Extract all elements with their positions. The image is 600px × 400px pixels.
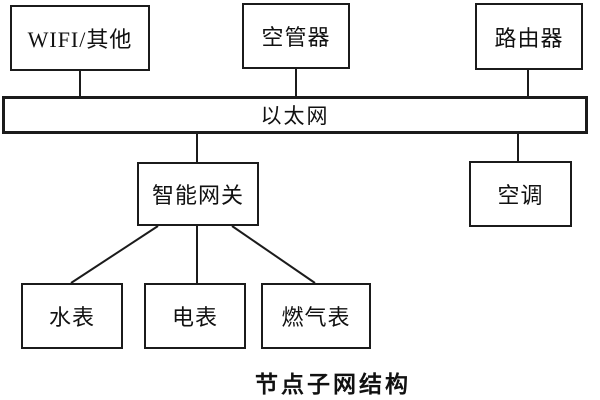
node-router: 路由器 — [475, 3, 583, 70]
connector-gateway-to-gas — [231, 225, 316, 284]
node-air-conditioner: 空调 — [469, 161, 572, 227]
node-water-meter-label: 水表 — [48, 305, 95, 330]
node-electric-meter-label: 电表 — [171, 305, 218, 330]
node-router-label: 路由器 — [494, 25, 564, 51]
node-smart-gateway: 智能网关 — [137, 162, 259, 226]
node-water-meter: 水表 — [21, 283, 123, 349]
node-wifi-other-label: WIFI/其他 — [27, 27, 133, 52]
node-electric-meter: 电表 — [144, 283, 246, 349]
diagram-caption: 节点子网结构 — [255, 372, 411, 398]
node-gas-meter-label: 燃气表 — [281, 305, 351, 330]
node-air-conditioner-label: 空调 — [497, 183, 544, 208]
connector-gateway-to-water — [70, 225, 159, 284]
ethernet-bus-bar: 以太网 — [2, 96, 588, 134]
ethernet-bus-label: 以太网 — [260, 104, 330, 128]
node-wifi-other: WIFI/其他 — [10, 5, 150, 71]
node-air-controller: 空管器 — [242, 3, 350, 69]
node-air-controller-label: 空管器 — [261, 25, 331, 50]
node-gas-meter: 燃气表 — [261, 283, 371, 349]
node-smart-gateway-label: 智能网关 — [151, 183, 244, 208]
